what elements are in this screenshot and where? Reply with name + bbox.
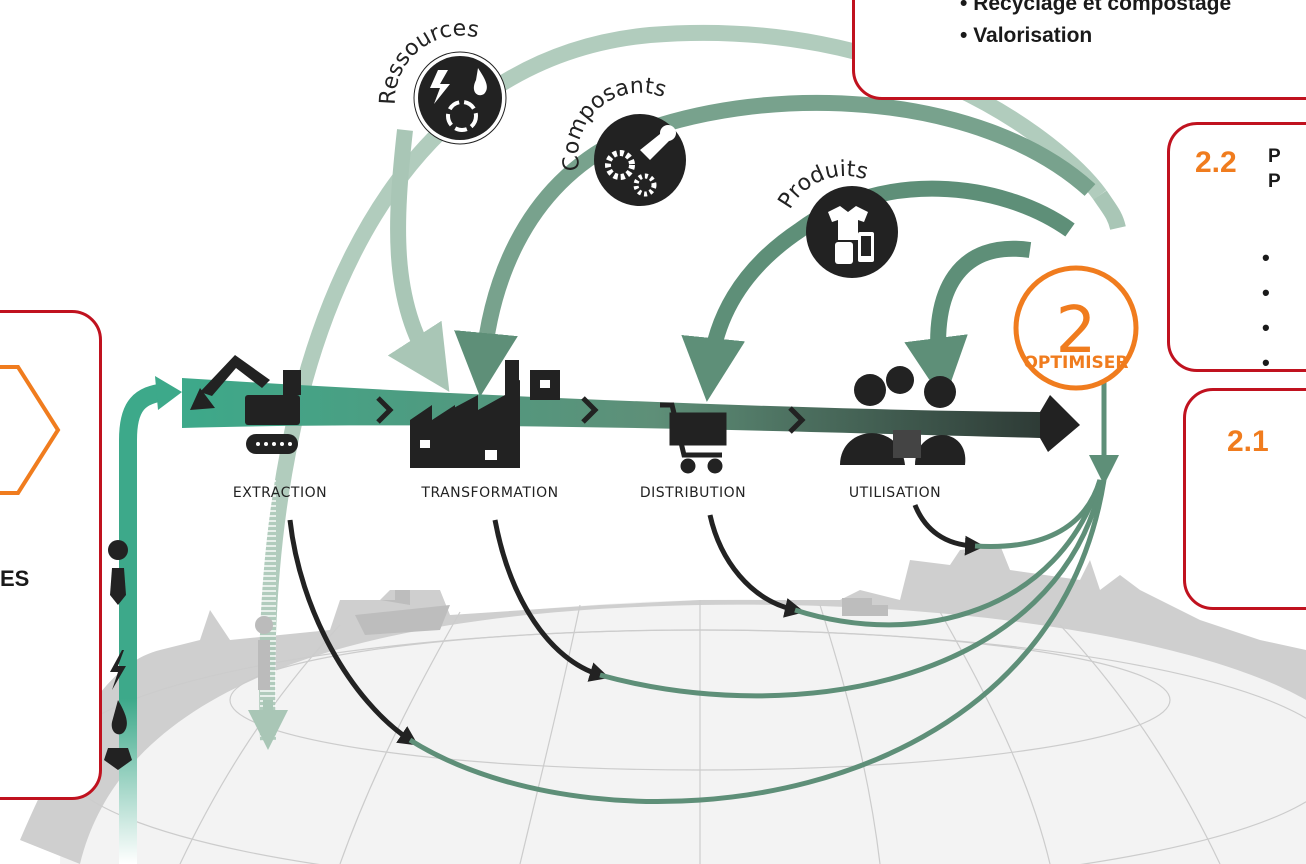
box-2-2 xyxy=(1167,122,1306,372)
box-2-2-line1: P xyxy=(1268,146,1281,167)
left-box-text: ES xyxy=(0,566,30,591)
stage-arrows xyxy=(376,396,806,434)
shopping-cart-icon xyxy=(660,402,727,474)
stage-label-distribution: DISTRIBUTION xyxy=(639,485,747,501)
resources-loop-icon xyxy=(413,51,507,145)
box-2-2-number: 2.2 xyxy=(1195,146,1237,179)
components-loop-icon xyxy=(594,114,686,206)
optimiser-label: OPTIMISER xyxy=(1023,353,1128,373)
stage-label-utilisation: UTILISATION xyxy=(848,485,942,501)
globe-background xyxy=(20,545,1306,864)
box-2-1 xyxy=(1183,388,1306,610)
box-2-2-line2: P xyxy=(1268,171,1281,192)
excavator-icon xyxy=(190,355,301,454)
raw-material-icons xyxy=(104,540,132,770)
left-box xyxy=(0,310,102,800)
factory-icon xyxy=(410,360,560,468)
people-icon xyxy=(840,366,966,465)
products-loop-icon xyxy=(806,186,898,278)
top-bullet-1: • Recyclage et compostage xyxy=(960,0,1232,15)
optimiser-badge: 2 OPTIMISER xyxy=(1013,265,1139,391)
optimiser-number: 2 xyxy=(1056,294,1097,368)
top-box xyxy=(852,0,1306,100)
left-box-orange-arrow xyxy=(0,365,61,495)
box-2-1-number: 2.1 xyxy=(1227,425,1269,458)
top-bullet-2: • Valorisation xyxy=(960,24,1093,47)
stage-label-transformation: TRANSFORMATION xyxy=(421,485,559,501)
drop-icons xyxy=(255,616,273,690)
box-2-2-bullets: •••• xyxy=(1262,245,1270,375)
stage-label-extraction: EXTRACTION xyxy=(232,485,328,501)
